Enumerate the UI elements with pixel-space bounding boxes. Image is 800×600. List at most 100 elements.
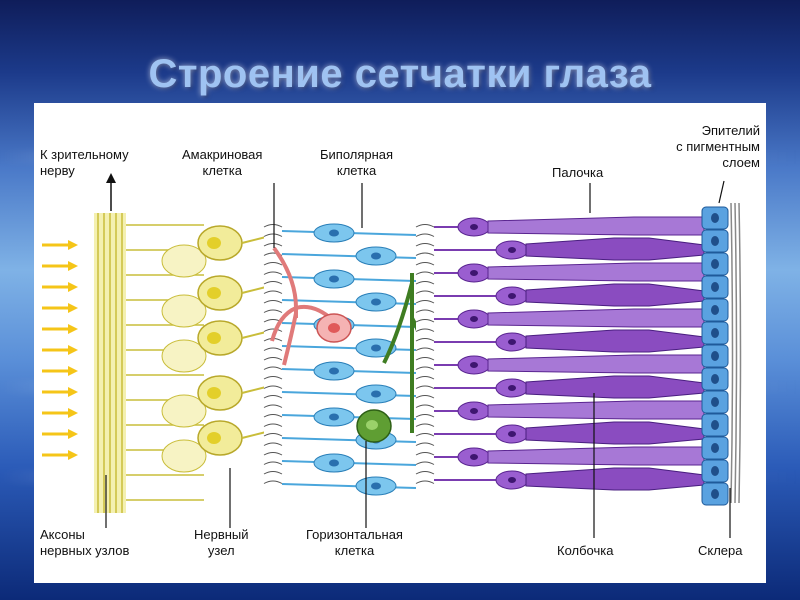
ganglion-axon-bundle [94,213,126,513]
plexiform-synapse [415,480,435,484]
ganglion-nucleus [207,432,221,444]
plexiform-synapse [263,452,283,456]
plexiform-synapse [263,366,283,370]
label-bipolar-cell: Биполярная клетка [320,147,394,178]
photoreceptor-nucleus [508,477,516,483]
cone-outer-segment [525,237,705,261]
photoreceptor-nucleus [470,316,478,322]
photoreceptor-nucleus [470,408,478,414]
ganglion-dendrite [241,286,267,294]
light-arrow-head [68,408,78,418]
plexiform-synapse [263,423,283,427]
ganglion-cell-body-back [161,244,207,278]
outer-plexiform-layer [415,223,435,493]
photoreceptor-nucleus [470,270,478,276]
plexiform-synapse [263,224,283,228]
light-arrow-head [68,366,78,376]
plexiform-synapse [415,385,435,389]
ganglion-dendrite [241,331,267,339]
epithelium-nucleus [711,351,719,361]
ganglion-cell-body-back [161,394,207,428]
plexiform-synapse [263,347,283,351]
label-sclera: Склера [698,543,743,558]
plexiform-synapse [263,357,283,361]
bipolar-nucleus [329,275,339,283]
rod-outer-segment [487,308,705,328]
rod-outer-segment [487,446,705,466]
plexiform-synapse [263,328,283,332]
bipolar-nucleus [329,413,339,421]
plexiform-synapse [263,300,283,304]
light-arrow-head [68,240,78,250]
epithelium-nucleus [711,443,719,453]
photoreceptor-nucleus [508,293,516,299]
light-arrow-head [68,450,78,460]
ganglion-dendrite [241,236,267,244]
plexiform-synapse [415,395,435,399]
retina-diagram-panel: К зрительному нерву Амакриновая клетка Б… [34,103,766,583]
cone-outer-segment [525,467,705,491]
ganglion-nucleus [207,237,221,249]
plexiform-synapse [415,442,435,446]
photoreceptor-nucleus [470,454,478,460]
plexiform-synapse [415,243,435,247]
bipolar-nucleus [371,344,381,352]
epithelium-nucleus [711,328,719,338]
plexiform-synapse [263,442,283,446]
light-arrow-head [68,324,78,334]
light-arrow-head [68,387,78,397]
plexiform-synapse [415,233,435,237]
plexiform-synapse [415,224,435,228]
bipolar-nucleus [329,367,339,375]
epithelium-nucleus [711,374,719,384]
plexiform-synapse [415,433,435,437]
label-ganglion-cell: Нервный узел [194,527,249,558]
slide-title: Строение сетчатки глаза [148,52,652,96]
plexiform-synapse [263,309,283,313]
plexiform-synapse [415,252,435,256]
photoreceptor-layer [434,216,705,491]
plexiform-synapse [415,471,435,475]
epithelium-nucleus [711,259,719,269]
ganglion-nucleus [207,287,221,299]
label-ganglion-axons: Аксоны нервных узлов [40,527,130,558]
epithelium-nucleus [711,466,719,476]
epithelium-nucleus [711,282,719,292]
epithelium-nucleus [711,213,719,223]
plexiform-synapse [263,461,283,465]
bipolar-nucleus [371,482,381,490]
plexiform-synapse [263,414,283,418]
plexiform-synapse [263,404,283,408]
rod-outer-segment [487,354,705,374]
rod-outer-segment [487,216,705,236]
epithelium-nucleus [711,489,719,499]
photoreceptor-nucleus [508,247,516,253]
plexiform-synapse [415,309,435,313]
amacrine-cell [270,246,352,366]
label-pigment-epithelium: Эпителий с пигментным слоем [676,123,760,170]
photoreceptor-nucleus [470,224,478,230]
plexiform-synapse [415,414,435,418]
label-amacrine-cell: Амакриновая клетка [182,147,263,178]
bipolar-nucleus [329,229,339,237]
plexiform-synapse [263,385,283,389]
plexiform-synapse [415,262,435,266]
ganglion-nucleus [207,387,221,399]
plexiform-synapse [263,281,283,285]
light-arrow-head [68,345,78,355]
plexiform-synapse [263,480,283,484]
label-horizontal-cell: Горизонтальная клетка [306,527,403,558]
photoreceptor-nucleus [508,339,516,345]
plexiform-synapse [415,271,435,275]
ganglion-dendrite [241,431,267,439]
ganglion-cell-body-back [161,439,207,473]
incoming-light-arrows [42,240,78,460]
epithelium-nucleus [711,397,719,407]
label-to-optic-nerve: К зрительному нерву [40,147,129,178]
plexiform-synapse [415,366,435,370]
pigment-epithelium-layer [701,206,729,506]
ganglion-dendrite [241,386,267,394]
plexiform-synapse [415,319,435,323]
plexiform-synapse [263,471,283,475]
plexiform-synapse [263,271,283,275]
